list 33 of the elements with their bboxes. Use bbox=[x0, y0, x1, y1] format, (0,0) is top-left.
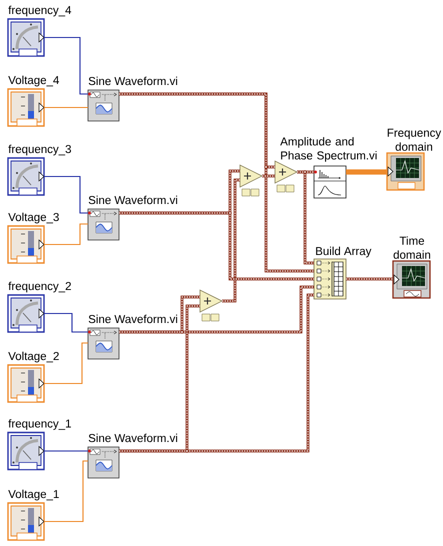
wire bbox=[346, 278, 394, 280]
indicator-label: Frequency domain bbox=[388, 128, 442, 151]
wire bbox=[118, 170, 240, 214]
wire bbox=[118, 92, 276, 168]
wire bbox=[44, 460, 88, 522]
control-label: frequency_4 bbox=[8, 6, 72, 16]
wire bbox=[44, 342, 88, 384]
wire bbox=[118, 296, 200, 334]
block-label: Sine Waveform.vi bbox=[88, 434, 178, 442]
block-label: Build Array bbox=[316, 246, 372, 258]
wire bbox=[44, 106, 88, 108]
wire bbox=[262, 174, 276, 178]
wire bbox=[44, 450, 88, 452]
wire bbox=[44, 223, 88, 246]
indicator-label: Time domain bbox=[394, 236, 430, 259]
wire bbox=[222, 178, 240, 302]
control-label: frequency_1 bbox=[8, 419, 71, 430]
block-label: Amplitude and Phase Spectrum.vi bbox=[280, 137, 377, 162]
control-label: frequency_2 bbox=[8, 282, 71, 292]
wire bbox=[118, 304, 200, 452]
block-label: Sine Waveform.vi bbox=[88, 314, 178, 324]
block-label: Sine Waveform.vi bbox=[88, 76, 178, 86]
wire bbox=[296, 170, 314, 174]
wire bbox=[346, 169, 387, 175]
control-label: Voltage_2 bbox=[8, 352, 59, 362]
wire bbox=[44, 176, 88, 214]
block-label: Sine Waveform.vi bbox=[88, 196, 178, 204]
wire bbox=[44, 36, 88, 95]
control-label: Voltage_3 bbox=[8, 212, 59, 224]
control-label: Voltage_1 bbox=[8, 490, 59, 500]
control-label: Voltage_4 bbox=[8, 76, 59, 86]
control-label: frequency_3 bbox=[8, 144, 71, 156]
wire bbox=[44, 312, 88, 333]
